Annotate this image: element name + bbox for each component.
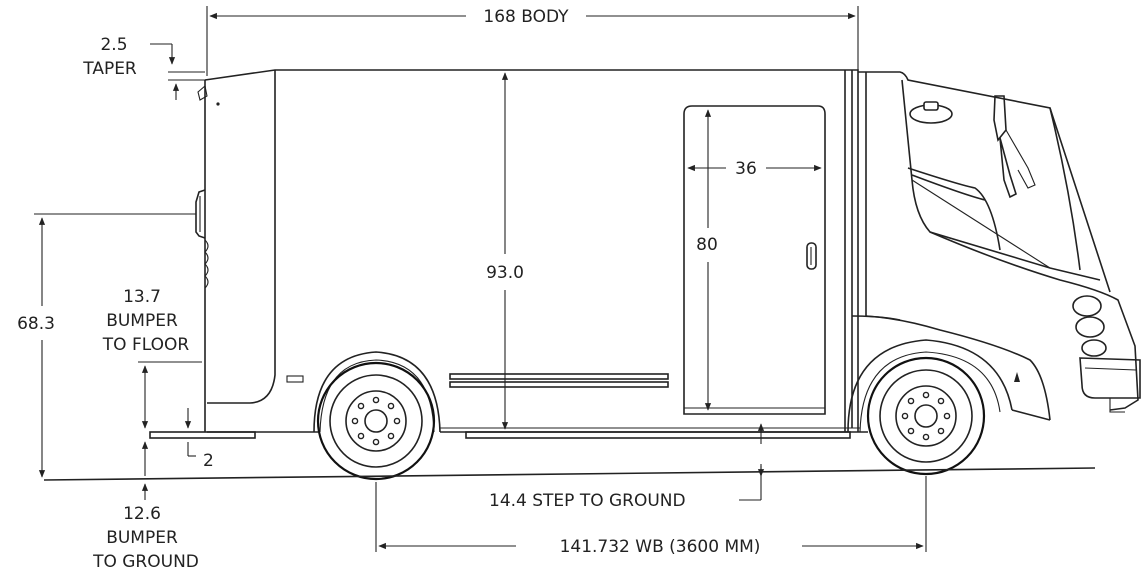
front-wheel [866,356,986,476]
bumper-to-floor-line2: TO FLOOR [102,335,190,355]
bumper-to-ground-line2: TO GROUND [92,552,199,571]
bumper-to-ground-line1: BUMPER [106,528,178,548]
floor-height-label: 68.3 [17,314,55,334]
dimension-lines [34,6,927,552]
dimension-labels: 168 BODY 2.5 TAPER 93.0 36 80 68.3 13.7 … [17,7,760,571]
bumper-to-ground-value: 12.6 [123,504,161,524]
roof-height-label: 93.0 [486,263,524,283]
bumper-to-floor-line1: BUMPER [106,311,178,331]
wheelbase-label: 141.732 WB (3600 MM) [560,537,761,557]
taper-label: TAPER [82,59,137,79]
step-to-ground-label: 14.4 STEP TO GROUND [489,491,686,511]
door-width-label: 36 [735,159,757,179]
taper-value-label: 2.5 [100,35,127,55]
body-length-label: 168 BODY [483,7,569,27]
rear-wheel [316,361,436,481]
door-height-label: 80 [696,235,718,255]
van-body [149,69,1141,439]
ground-line [43,467,1096,481]
bumper-to-floor-value: 13.7 [123,287,161,307]
bumper-offset-label: 2 [203,451,214,471]
